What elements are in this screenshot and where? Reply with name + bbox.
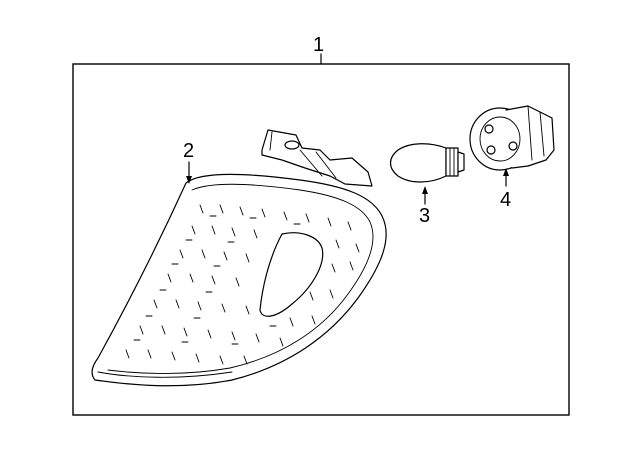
socket-pin-right <box>508 141 518 151</box>
callout-1-label: 1 <box>313 34 324 56</box>
socket-pin-upper <box>484 124 494 134</box>
reflector-window <box>259 232 324 317</box>
socket <box>469 105 555 171</box>
callout-1: 1 <box>313 34 324 65</box>
lens-body <box>91 173 387 387</box>
lamp-lens <box>91 129 387 387</box>
callout-3-label: 3 <box>419 205 430 227</box>
bulb-contact <box>457 151 465 173</box>
bulb-glass <box>389 143 447 183</box>
callout-2: 2 <box>183 140 194 184</box>
callout-2-label: 2 <box>183 140 194 162</box>
callout-4: 4 <box>500 168 511 211</box>
callout-4-arrowhead <box>503 168 509 176</box>
mounting-bracket <box>261 129 373 187</box>
socket-pin-lower <box>486 145 496 155</box>
bulb <box>389 143 465 183</box>
lens-prism-pattern <box>125 204 360 365</box>
callout-2-arrowhead <box>186 176 192 184</box>
bracket-hole <box>284 140 300 150</box>
callout-3: 3 <box>419 186 430 227</box>
callout-4-label: 4 <box>500 189 511 211</box>
bulb-base <box>445 147 459 177</box>
callout-3-arrowhead <box>422 186 428 194</box>
